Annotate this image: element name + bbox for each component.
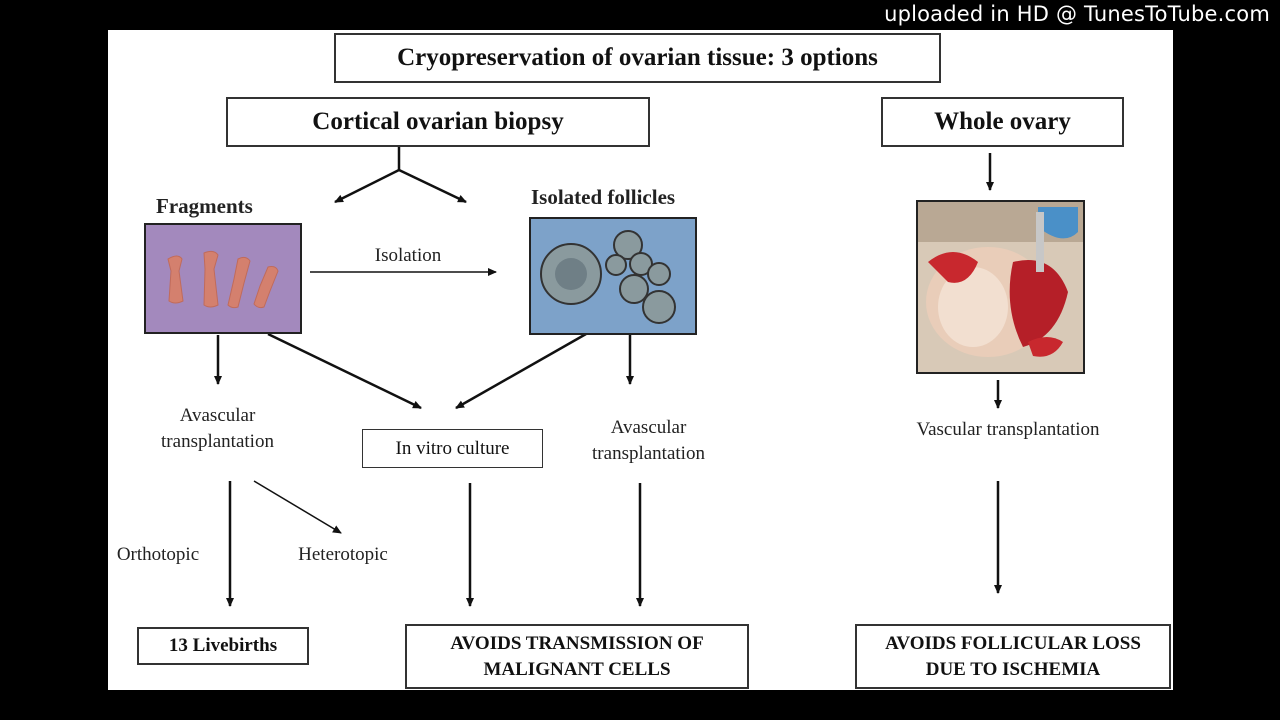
- arrow-to-fragments: [334, 168, 400, 204]
- isolated-follicles-label: Isolated follicles: [531, 185, 676, 209]
- avoids-loss-text: AVOIDS FOLLICULAR LOSS DUE TO ISCHEMIA: [885, 632, 1141, 680]
- cortical-biopsy-text: Cortical ovarian biopsy: [312, 108, 564, 135]
- avoids-transmission-text: AVOIDS TRANSMISSION OF MALIGNANT CELLS: [450, 632, 704, 680]
- avascular-transplantation-left: Avascular transplantation: [161, 405, 274, 452]
- in-vitro-culture-box: In vitro culture: [362, 429, 543, 468]
- arrow-to-isolated: [398, 168, 467, 204]
- fragments-label: Fragments: [156, 194, 253, 218]
- vascular-transplantation-label: Vascular transplantation: [916, 419, 1100, 440]
- arrow-fragments-invitro: [267, 332, 422, 410]
- arrow-follicles-invitro: [455, 332, 587, 410]
- livebirths-box: 13 Livebirths: [137, 627, 309, 665]
- arrow-heterotopic: [253, 480, 342, 534]
- isolation-label: Isolation: [374, 245, 442, 266]
- diagram-slide: Cryopreservation of ovarian tissue: 3 op…: [108, 30, 1173, 690]
- whole-ovary-box: Whole ovary: [881, 97, 1124, 147]
- whole-ovary-photo: [916, 200, 1085, 374]
- follicles-image-svg: [531, 219, 695, 333]
- in-vitro-culture-text: In vitro culture: [395, 437, 510, 459]
- follicles-micrograph: [529, 217, 697, 335]
- cortical-biopsy-box: Cortical ovarian biopsy: [226, 97, 650, 147]
- avoids-loss-box: AVOIDS FOLLICULAR LOSS DUE TO ISCHEMIA: [855, 624, 1171, 689]
- avascular-transplantation-right: Avascular transplantation: [592, 417, 705, 464]
- watermark-text: uploaded in HD @ TunesToTube.com: [884, 2, 1270, 26]
- connector-arrows: [214, 147, 1002, 607]
- fragments-micrograph: [144, 223, 302, 334]
- title-text: Cryopreservation of ovarian tissue: 3 op…: [397, 44, 878, 71]
- orthotopic-label: Orthotopic: [116, 544, 200, 565]
- livebirths-text: 13 Livebirths: [168, 635, 278, 656]
- title-box: Cryopreservation of ovarian tissue: 3 op…: [334, 33, 941, 83]
- whole-ovary-text: Whole ovary: [934, 108, 1071, 135]
- avoids-transmission-box: AVOIDS TRANSMISSION OF MALIGNANT CELLS: [405, 624, 749, 689]
- ovary-image-svg: [918, 202, 1083, 372]
- heterotopic-label: Heterotopic: [298, 544, 388, 565]
- fragments-image-svg: [146, 225, 300, 332]
